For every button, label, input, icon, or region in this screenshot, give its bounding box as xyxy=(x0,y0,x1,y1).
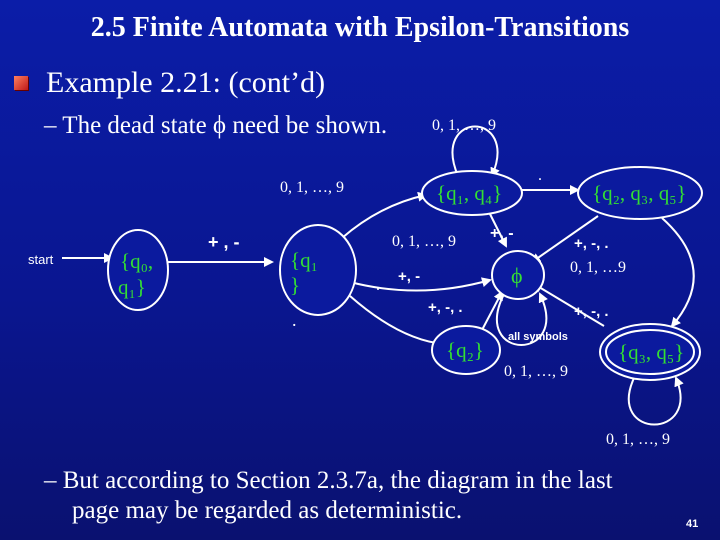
state-q3q5-label: {q₃, q₅} xyxy=(618,340,684,364)
slide-title: 2.5 Finite Automata with Epsilon-Transit… xyxy=(90,12,630,43)
edge-q3q5-phi-label: +, -, . xyxy=(574,303,609,320)
edge-q1-phi-label: +, - xyxy=(398,268,420,285)
state-q1q4 xyxy=(421,170,523,216)
edge-q2q3q5-phi xyxy=(530,215,599,264)
edge-q1-q1q4-label: 0, 1, …, 9 xyxy=(280,179,344,196)
edge-q1-phi xyxy=(349,277,492,292)
edge-q2-phi-label: +, -, . xyxy=(428,299,463,316)
deterministic-note: – But according to Section 2.3.7a, the d… xyxy=(44,466,613,526)
state-q1-label-top: {q₁ xyxy=(290,248,318,272)
edge-q1q4-phi-digits-label: 0, 1, …, 9 xyxy=(392,233,456,250)
edge-q2q3q5-q3q5 xyxy=(661,217,695,328)
state-phi-label: ϕ xyxy=(511,263,523,288)
edge-q2q3q5-phi-label: +, -, . xyxy=(574,235,609,252)
state-q0q1 xyxy=(107,229,169,311)
state-q2q3q5 xyxy=(577,166,703,220)
edge-q1-q1q4 xyxy=(341,191,428,239)
slide-heading: Example 2.21: (cont’d) xyxy=(46,66,326,99)
self-loop-phi-label: all symbols xyxy=(508,331,568,343)
edge-q1-small-dot-label: . xyxy=(376,277,380,294)
start-label: start xyxy=(28,252,54,267)
edge-q2-phi xyxy=(481,290,503,331)
edge-q2q3q5-digits-label: 0, 1, …9 xyxy=(570,259,626,276)
state-q2 xyxy=(431,325,501,375)
state-q1q4-label: {q₁, q₄} xyxy=(436,181,502,205)
state-q1 xyxy=(279,224,357,316)
self-loop-phi xyxy=(496,292,548,346)
state-q1-label-bottom: } xyxy=(290,273,300,297)
state-q2q3q5-label: {q₂, q₃, q₅} xyxy=(592,181,687,205)
edge-q1-dot-label: . xyxy=(292,310,297,330)
page-number: 41 xyxy=(686,518,699,530)
edge-q1q4-phi xyxy=(489,213,507,248)
self-loop-q1q4 xyxy=(451,125,500,178)
edge-q3q5-phi xyxy=(532,282,605,327)
deterministic-note-line2: page may be regarded as deterministic. xyxy=(72,497,463,524)
dead-state-note: – The dead state ϕ need be shown. xyxy=(44,112,388,139)
edge-q3q5-digits-in-label: 0, 1, …, 9 xyxy=(504,363,568,380)
edge-q1q4-phi-signs-label: +, - xyxy=(490,225,514,242)
state-q3q5-inner xyxy=(605,329,695,375)
state-phi xyxy=(491,250,545,300)
state-q2-label: {q₂} xyxy=(446,338,484,362)
state-q0q1-label-bottom: q₁} xyxy=(118,275,146,299)
edge-q1q4-dot-label: . xyxy=(538,167,542,184)
self-loop-q3q5-label: 0, 1, …, 9 xyxy=(606,431,670,448)
edge-q0q1-q1-label: + , - xyxy=(208,232,240,252)
bullet-square-icon xyxy=(14,76,28,90)
self-loop-q1q4-label: 0, 1, …, 9 xyxy=(432,117,496,134)
self-loop-q3q5 xyxy=(627,376,684,426)
deterministic-note-line1: – But according to Section 2.3.7a, the d… xyxy=(44,467,613,494)
state-q0q1-label-top: {q₀, xyxy=(120,249,153,273)
